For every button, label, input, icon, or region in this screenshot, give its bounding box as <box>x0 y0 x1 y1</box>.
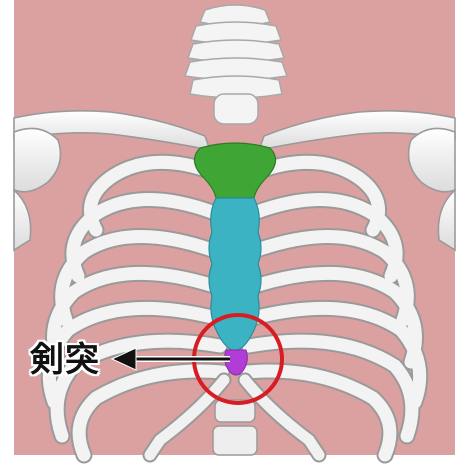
sternum-body <box>209 198 261 350</box>
lower-spine <box>213 400 257 455</box>
right-margin <box>455 0 469 470</box>
xiphoid-label: 剣突 <box>30 337 110 383</box>
left-margin <box>0 0 14 470</box>
bottom-margin <box>0 455 469 470</box>
